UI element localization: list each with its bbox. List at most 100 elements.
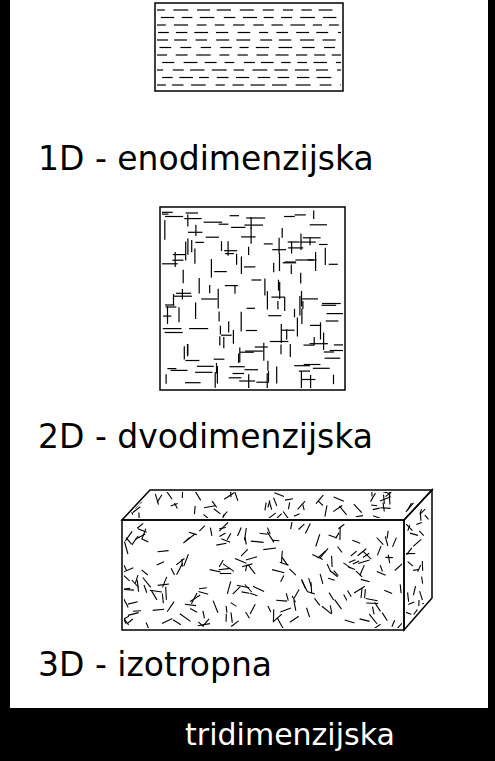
fiber-stroke [309, 237, 310, 245]
fiber-stroke [410, 499, 411, 509]
fiber-stroke [184, 346, 185, 359]
fiber-stroke [187, 239, 188, 255]
fiber-stroke [157, 24, 166, 25]
fiber-stroke [244, 62, 255, 63]
fiber-stroke [187, 214, 188, 226]
fiber-stroke [253, 586, 264, 591]
fiber-stroke [224, 250, 237, 251]
fiber-stroke [408, 602, 414, 605]
fiber-stroke [203, 514, 210, 520]
fiber-stroke [200, 17, 215, 18]
fiber-stroke [324, 47, 335, 48]
fiber-stroke [212, 69, 227, 70]
fiber-stroke [284, 297, 285, 311]
fiber-stroke [314, 54, 325, 55]
fiber-stroke [300, 273, 301, 284]
fiber-stroke [220, 54, 230, 55]
fiber-stroke [221, 539, 230, 543]
fiber-stroke [340, 84, 341, 85]
fiber-stroke [240, 352, 254, 353]
fiber-stroke [323, 333, 324, 350]
fiber-stroke [223, 512, 227, 517]
fiber-stroke [371, 504, 377, 506]
fiber-stroke [199, 526, 205, 532]
fiber-stroke [299, 296, 300, 316]
fiber-stroke [152, 591, 157, 600]
fiber-stroke [279, 238, 280, 254]
fiber-stroke [301, 371, 302, 388]
fiber-stroke [336, 62, 341, 63]
fiber-stroke [325, 505, 327, 516]
fiber-stroke [167, 602, 174, 612]
fiber-stroke [187, 344, 188, 356]
fiber-stroke [197, 24, 207, 25]
fiber-stroke [210, 528, 212, 536]
fiber-stroke [282, 330, 295, 331]
fiber-stroke [173, 294, 174, 305]
fiber-stroke [180, 47, 191, 48]
fiber-stroke [173, 620, 181, 625]
fiber-stroke [246, 217, 265, 218]
fiber-stroke [316, 32, 328, 33]
fiber-stroke [324, 351, 334, 352]
fiber-stroke [194, 506, 196, 514]
fiber-stroke [124, 565, 127, 571]
fiber-stroke [335, 600, 342, 610]
fiber-stroke [276, 600, 287, 602]
fiber-stroke [138, 491, 146, 499]
fiber-stroke [278, 47, 292, 48]
fiber-stroke [377, 572, 386, 576]
fiber-stroke [310, 325, 321, 326]
fiber-stroke [256, 47, 269, 48]
fiber-stroke [160, 47, 172, 48]
fiber-stroke [194, 249, 195, 264]
fiber-stroke [174, 39, 187, 40]
fiber-stroke [252, 279, 262, 280]
fiber-stroke [319, 9, 333, 10]
fiber-stroke [319, 244, 328, 245]
fiber-stroke [327, 313, 343, 314]
fiber-stroke [356, 516, 363, 517]
fiber-stroke [420, 509, 422, 514]
fiber-stroke [251, 217, 252, 229]
fiber-stroke [298, 501, 305, 509]
fiber-stroke [227, 533, 231, 539]
fiber-stroke [422, 577, 423, 584]
fiber-stroke [396, 620, 402, 628]
fiber-stroke [178, 307, 179, 322]
fiber-stroke [407, 548, 412, 555]
fiber-stroke [189, 328, 208, 329]
fiber-stroke [163, 577, 167, 588]
fiber-stroke [302, 301, 303, 309]
fiber-stroke [274, 498, 277, 506]
fiber-stroke [220, 573, 231, 574]
fiber-stroke [219, 336, 220, 345]
fiber-stroke [219, 568, 231, 569]
fiber-stroke [410, 533, 418, 535]
fiber-stroke [422, 561, 424, 571]
fiber-stroke [338, 32, 341, 33]
fiber-stroke [279, 282, 280, 299]
fiber-stroke [385, 557, 393, 558]
fiber-stroke [373, 607, 375, 615]
fiber-stroke [241, 257, 242, 275]
fiber-stroke [354, 586, 365, 593]
fiber-stroke [302, 379, 316, 380]
fiber-stroke [360, 565, 364, 575]
fiber-stroke [217, 77, 229, 78]
fiber-stroke [348, 591, 352, 597]
fiber-stroke [377, 538, 384, 545]
fiber-stroke [157, 69, 163, 70]
fiber-stroke [181, 559, 183, 567]
fiber-stroke [318, 501, 323, 506]
fiber-stroke [267, 361, 268, 371]
fiber-stroke [251, 541, 264, 542]
fiber-stroke [413, 586, 415, 595]
fiber-stroke [326, 320, 339, 321]
fiber-stroke [313, 24, 322, 25]
fiber-stroke [267, 291, 268, 309]
fiber-stroke [216, 39, 229, 40]
fiber-stroke [284, 216, 295, 217]
fiber-stroke [416, 522, 422, 524]
fiber-stroke [260, 39, 272, 40]
